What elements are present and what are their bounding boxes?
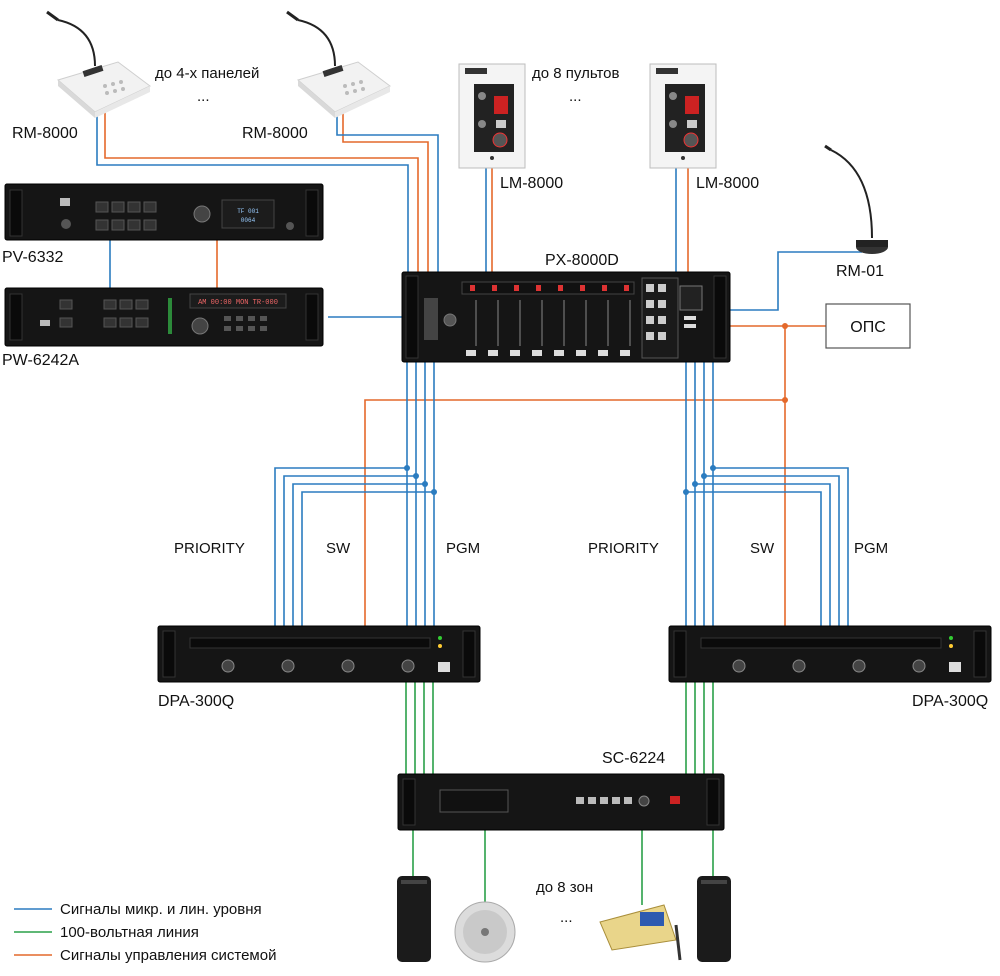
- pv6332-device: TF 001 0064: [4, 183, 324, 241]
- svg-text:Сигналы микр. и лин. уровня: Сигналы микр. и лин. уровня: [60, 901, 262, 918]
- label-panels-dots: ...: [197, 88, 210, 105]
- column-speaker-left: [397, 876, 431, 962]
- dpa-right-device: [668, 625, 992, 683]
- rm01-device: [824, 144, 888, 254]
- label-rm01: RM-01: [836, 263, 884, 280]
- label-dpa-left: DPA-300Q: [158, 693, 234, 710]
- dpa-left-device: [157, 625, 481, 683]
- column-speaker-right: [697, 876, 731, 962]
- label-pv6332: PV-6332: [2, 249, 63, 266]
- horn-speaker: [599, 904, 682, 961]
- label-zones-dots: ...: [560, 909, 573, 926]
- label-panels-note: до 4-х панелей: [155, 65, 259, 82]
- label-dpa-right: DPA-300Q: [912, 693, 988, 710]
- label-rm8000-right: RM-8000: [242, 125, 308, 142]
- sc6224-device: [397, 773, 725, 831]
- svg-text:100-вольтная линия: 100-вольтная линия: [60, 924, 199, 941]
- label-lm8000-right: LM-8000: [696, 175, 759, 192]
- ceiling-speaker: [454, 901, 516, 963]
- lm8000-right-device: [649, 63, 717, 169]
- label-rm8000-left: RM-8000: [12, 125, 78, 142]
- pv6332-display: TF 001: [237, 208, 259, 215]
- rm8000-right-device: [286, 10, 391, 118]
- pw6242a-display: AM 00:00 MON TR-000: [198, 299, 278, 307]
- label-lm8000-left: LM-8000: [500, 175, 563, 192]
- label-right-sw: SW: [750, 540, 775, 557]
- ops-box: [825, 303, 911, 349]
- label-pw6242a: PW-6242A: [2, 352, 79, 369]
- label-px8000d: PX-8000D: [545, 252, 619, 269]
- label-left-priority: PRIORITY: [174, 540, 245, 557]
- legend: Сигналы микр. и лин. уровня 100-вольтная…: [14, 901, 276, 964]
- label-zones-note: до 8 зон: [536, 879, 593, 896]
- label-left-pgm: PGM: [446, 540, 480, 557]
- label-sc6224: SC-6224: [602, 750, 665, 767]
- svg-text:Сигналы управления системой: Сигналы управления системой: [60, 947, 276, 964]
- legend-item-100v: 100-вольтная линия: [14, 924, 199, 941]
- label-right-priority: PRIORITY: [588, 540, 659, 557]
- label-consoles-note: до 8 пультов: [532, 65, 620, 82]
- rm8000-left-device: [46, 10, 151, 118]
- px8000d-device: [401, 271, 731, 363]
- label-consoles-dots: ...: [569, 88, 582, 105]
- label-left-sw: SW: [326, 540, 351, 557]
- wires: [96, 110, 862, 905]
- lm8000-left-device: [458, 63, 526, 169]
- legend-item-control: Сигналы управления системой: [14, 947, 276, 964]
- svg-text:0064: 0064: [241, 217, 256, 224]
- pw6242a-device: AM 00:00 MON TR-000: [4, 287, 324, 347]
- label-right-pgm: PGM: [854, 540, 888, 557]
- label-ops: ОПС: [850, 319, 886, 336]
- legend-item-signal: Сигналы микр. и лин. уровня: [14, 901, 262, 918]
